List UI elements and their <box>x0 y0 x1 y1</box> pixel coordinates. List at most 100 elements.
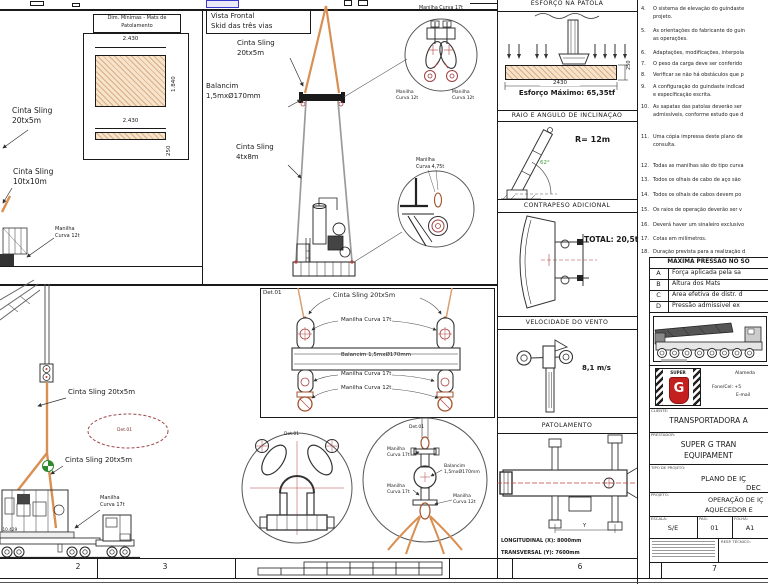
mats-title: Patolamento <box>121 23 153 29</box>
pressure-table-header: MAXIMA PRESSÃO NO SO <box>667 259 750 265</box>
border-line <box>649 290 768 291</box>
note-text: Cotas em milímetros. <box>653 236 707 242</box>
note-number: 11. <box>641 134 649 140</box>
border-line <box>649 257 768 258</box>
border-line <box>649 432 768 433</box>
border-line <box>649 301 768 302</box>
shackle-label: Manilha <box>453 494 471 499</box>
border-line <box>649 516 768 517</box>
detail-circles-drawing <box>241 417 488 555</box>
detail-title: Det.01 <box>263 290 282 296</box>
field-label: PAG: <box>699 516 708 521</box>
panel-header: VELOCIDADE DO VENTO <box>525 319 609 326</box>
project-name: AQUECEDOR E <box>705 506 753 514</box>
outrigger-pad-hatched <box>505 65 617 80</box>
crane-image-box <box>653 316 767 362</box>
note-number: 16. <box>641 222 649 228</box>
border-line <box>649 268 768 269</box>
grid-number: 7 <box>712 564 717 573</box>
table-row-key: B <box>656 280 661 288</box>
scale-value: S/E <box>667 524 679 532</box>
radius-value: R= 12m <box>575 135 611 144</box>
grid-number: 6 <box>577 562 583 571</box>
shackle-label: Curva 12t <box>452 96 475 101</box>
border-line <box>497 212 637 213</box>
field-label: PRESTADOR: <box>651 432 676 437</box>
sheet-edge <box>0 582 768 583</box>
sheet-above-fragment <box>30 1 44 6</box>
note-number: 9. <box>641 84 646 90</box>
table-row-value: Força aplicada pela sa <box>672 269 741 276</box>
mat-plate-hatched <box>95 55 166 107</box>
border-line <box>649 464 768 465</box>
shackle-label: Manilha <box>396 90 414 95</box>
project-name: OPERAÇÃO DE IÇ <box>708 496 764 504</box>
shackle-label: Curva 12t <box>396 96 419 101</box>
field-label: TIPO DE PROJETO: <box>651 465 686 470</box>
vista-title-box: Vista Frontal Skid das três vias <box>206 10 311 34</box>
contractor-name: EQUIPAMENT <box>684 451 733 460</box>
border-line <box>497 0 498 578</box>
company-email: E-mail <box>736 393 751 398</box>
note-number: 8. <box>641 72 646 78</box>
dimension-text: Y <box>583 523 587 529</box>
project-type: PLANO DE IÇ <box>701 475 747 483</box>
shackle-label: Manilha Curva 12t <box>341 385 392 391</box>
company-logo: SUPER G <box>655 368 701 406</box>
logo-hazard-stripe <box>693 369 700 405</box>
company-phone: Fone/Cel: +5 <box>712 385 742 390</box>
contractor-name: SUPER G TRAN <box>680 440 737 449</box>
shackle-label: Curva 17t <box>387 490 410 495</box>
note-text: Deverá haver um sinaleiro exclusivo <box>653 222 745 228</box>
sling-label: 20tx5m <box>12 116 42 125</box>
note-number: 6. <box>641 50 646 56</box>
shackle-label: Manilha Curva 17t <box>341 371 392 377</box>
note-number: 4. <box>641 6 646 12</box>
outrigger-dim-y: TRANSVERSAL (Y): 7600mm <box>501 550 580 556</box>
shackle-label: Curva 17t <box>100 502 125 508</box>
counterweight-total: TOTAL: 20,5t <box>584 235 639 244</box>
mats-outer-box <box>83 33 189 160</box>
boom-angle-drawing <box>501 127 557 200</box>
note-text: e especificação escrita. <box>653 92 712 98</box>
spreader-label: 1,5mxØ170mm <box>206 92 261 100</box>
border-line <box>0 578 768 580</box>
outrigger-dim-x: LONGITUDINAL (X): 8000mm <box>501 538 582 544</box>
sling-label: Cinta Sling <box>12 106 53 115</box>
note-number: 5. <box>641 28 646 34</box>
dimension-text: 2430 <box>540 80 580 87</box>
border-line <box>497 433 637 434</box>
note-number: 15. <box>641 207 649 213</box>
border-line <box>649 365 768 366</box>
mobile-crane-image <box>654 322 763 362</box>
dimension-text: -10.429 <box>1 527 18 532</box>
shackle-label: Manilha <box>55 226 75 232</box>
grid-tick <box>235 558 236 578</box>
note-text: As sapatas das patolas deverão ser <box>653 104 742 110</box>
page-value: 01 <box>710 524 719 532</box>
field-label: FOLHA: <box>734 516 748 521</box>
field-label: ESCALA: <box>651 516 668 521</box>
border-line <box>649 312 768 313</box>
border-line <box>202 10 203 284</box>
note-text: Todos os olhais de cabos devem po <box>653 192 742 198</box>
shackle-label: Curva 12t <box>55 233 80 239</box>
dim-line <box>95 128 166 129</box>
border-line <box>637 0 638 584</box>
border-line <box>0 9 497 11</box>
table-row-value: Pressão admissivel ex <box>672 302 740 309</box>
note-text: O sistema de elevação do guindaste <box>653 6 745 12</box>
grid-tick <box>97 558 98 578</box>
sheet-above-fragment <box>72 3 80 7</box>
shackle-label: Manilha <box>387 447 405 452</box>
panel-header: CONTRAPESO ADICIONAL <box>523 202 611 209</box>
border-line <box>497 11 637 12</box>
mat-strip-hatched <box>95 132 166 140</box>
scale-bar <box>257 561 443 576</box>
border-line <box>497 329 637 330</box>
sling-label: Cinta Sling <box>13 167 54 176</box>
sling-label: Cinta Sling 20tx5m <box>333 291 396 299</box>
note-text: Adaptações, modificações, interpola <box>653 50 744 56</box>
border-line <box>649 279 768 280</box>
